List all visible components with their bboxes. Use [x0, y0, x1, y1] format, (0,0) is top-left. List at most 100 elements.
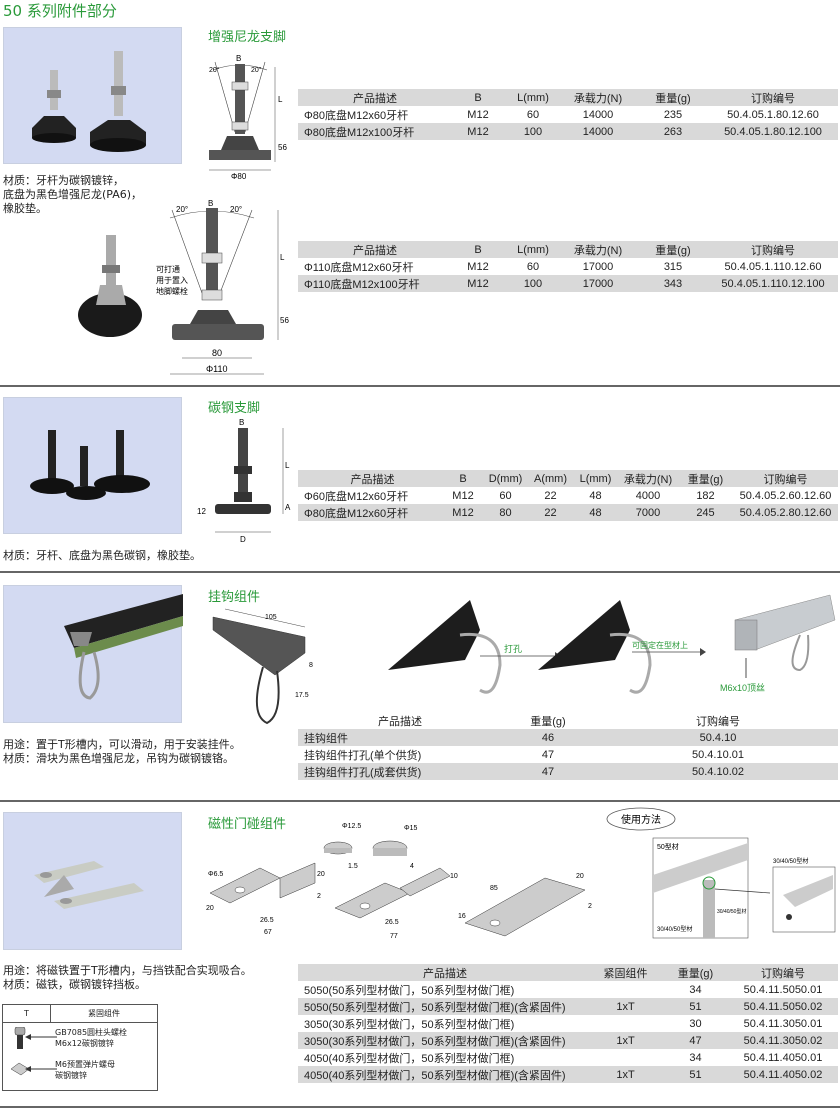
page-title: 50 系列附件部分 — [3, 2, 117, 20]
table-cell: 1xT — [616, 1068, 635, 1081]
table-header-cell: 订购编号 — [696, 715, 740, 728]
table-row: 4050(40系列型材做门，50系列型材做门框)(含紧固件) 1xT 51 50.4.… — [298, 1066, 838, 1083]
dim-length: 77 — [390, 933, 398, 940]
table-cell: 51 — [689, 1000, 702, 1013]
dim-h: 12 — [197, 507, 206, 516]
dim-width: 17.5 — [295, 692, 309, 699]
table-cell: M12 — [467, 125, 489, 138]
section-divider — [0, 800, 840, 802]
dim-l: L — [280, 253, 285, 262]
dim-b: B — [239, 418, 244, 427]
dim-h: 56 — [280, 316, 289, 325]
magnet-text: 用途：将磁铁置于T形槽内，与挡铁配合实现吸合。 材质：磁铁，碳钢镀锌挡板。 — [3, 964, 252, 992]
nylon-foot-material: 材质：牙杆为碳钢镀锌， 底盘为黑色增强尼龙(PA6)， 橡胶垫。 — [3, 174, 142, 216]
table-row: 5050(50系列型材做门，50系列型材做门框) 34 50.4.11.5050.0… — [298, 981, 838, 998]
table-cell: 315 — [663, 260, 683, 273]
material-line: 橡胶垫。 — [3, 202, 47, 215]
table-cell: 17000 — [582, 277, 614, 290]
dim-thickness: 2 — [588, 903, 592, 910]
fastener-text: M6预置弹片螺母 — [55, 1060, 115, 1069]
dim-b: B — [236, 54, 241, 63]
table-cell: 235 — [663, 108, 683, 121]
dim-dia: Φ110 — [206, 364, 228, 374]
dim-offset: 26.5 — [385, 919, 399, 926]
magnet-photo — [3, 812, 182, 950]
dim-angle-left: 20° — [176, 205, 188, 214]
table-header-cell: 产品描述 — [353, 244, 397, 257]
dim-thickness: 2 — [317, 893, 321, 900]
table-cell: 4050(40系列型材做门，50系列型材做门框) — [304, 1052, 515, 1065]
dim-length: 105 — [265, 614, 277, 621]
table-header-cell: 产品描述 — [350, 473, 395, 486]
fastener-col-t: T — [3, 1005, 51, 1022]
fastener-text: GB7085圆柱头螺栓 — [55, 1028, 128, 1037]
table-cell: 100 — [523, 277, 543, 290]
table-header-cell: L(mm) — [517, 243, 549, 256]
table-cell: 50.4.05.2.80.12.60 — [739, 506, 832, 519]
table-cell: 50.4.11.5050.01 — [743, 983, 823, 996]
usage-line: 用途：置于T形槽内，可以滑动，用于安装挂件。 — [3, 738, 241, 751]
steel-foot-material: 材质：牙杆、底盘为黑色碳钢，橡胶垫。 — [3, 549, 201, 562]
table-cell: 50.4.05.1.110.12.100 — [721, 277, 825, 290]
profile-label: 30/40/50型材 — [717, 908, 746, 915]
table-cell: 80 — [499, 506, 512, 519]
table-cell: 50.4.05.2.60.12.60 — [739, 489, 832, 502]
table-cell: 14000 — [582, 125, 614, 138]
dim-angle-right: 20° — [230, 205, 242, 214]
hook-image — [64, 594, 183, 700]
hook-process-illustration: 打孔 可固定在型材上 M6x10顶丝 — [388, 594, 836, 694]
usage-line: 用途：将磁铁置于T形槽内，与挡铁配合实现吸合。 — [3, 964, 252, 977]
fastener-item-bolt: GB7085圆柱头螺栓 M6x12碳钢镀锌 — [55, 1027, 127, 1049]
table-header-cell: L(mm) — [517, 91, 549, 104]
dim-width: 20 — [576, 873, 584, 880]
table-cell: 5050(50系列型材做门，50系列型材做门框) — [304, 984, 515, 997]
table-cell: 50.4.10.01 — [692, 748, 744, 761]
table-cell: M12 — [467, 108, 489, 121]
bolt-and-nut-icons — [10, 1027, 57, 1076]
table-cell: 34 — [689, 983, 702, 996]
arrow-label-drill: 打孔 — [504, 643, 522, 654]
table-cell: 4050(40系列型材做门，50系列型材做门框)(含紧固件) — [304, 1069, 566, 1082]
table-cell: 50.4.11.4050.02 — [743, 1068, 823, 1081]
dim-d: D — [240, 535, 246, 544]
magnet-drawings: Φ12.5 1.5 Φ15 4 Φ6.5 20 20 2 26.5 67 10 … — [206, 823, 592, 940]
table-header-cell: 紧固组件 — [603, 967, 648, 980]
dim-a: A — [285, 503, 291, 512]
table-header-cell: 重量(g) — [677, 967, 714, 980]
table-cell: 51 — [689, 1068, 702, 1081]
table-header-row: 产品描述紧固组件重量(g)订购编号 — [298, 964, 838, 981]
steel-foot-drawing: B L A 12 D — [197, 418, 291, 544]
table-header-cell: B — [474, 91, 482, 104]
table-cell — [588, 981, 663, 998]
table-header-cell: 产品描述 — [423, 967, 467, 980]
fastener-item-nut: M6预置弹片螺母 碳钢镀锌 — [55, 1059, 115, 1081]
table-cell: 1xT — [616, 1000, 635, 1013]
table-cell: M12 — [467, 260, 489, 273]
dim-height: 20 — [317, 871, 325, 878]
table-cell: 245 — [696, 506, 715, 519]
dim-length: 67 — [264, 929, 272, 936]
dim-angle-left: 20° — [209, 66, 220, 74]
table-header-cell: 产品描述 — [378, 715, 422, 728]
dim-hole: Φ6.5 — [208, 871, 223, 878]
table-header-cell: 订购编号 — [751, 92, 795, 105]
material-line: 底盘为黑色增强尼龙(PA6)， — [3, 188, 143, 201]
table-cell: 47 — [541, 748, 555, 761]
dim-l: L — [278, 95, 283, 104]
table-cell: 5050(50系列型材做门，50系列型材做门框)(含紧固件) — [304, 1001, 566, 1014]
drawing-note: 地脚螺栓 — [156, 286, 188, 296]
hook-text: 用途：置于T形槽内，可以滑动，用于安装挂件。 材质：滑块为黑色增强尼龙，吊钩为碳… — [3, 738, 241, 766]
material-line: 材质：牙杆为碳钢镀锌， — [3, 174, 124, 187]
table-header-cell: 重量(g) — [530, 715, 566, 728]
drawing-note: 用于置入 — [156, 276, 188, 285]
section-title-magnet: 磁性门碰组件 — [208, 817, 287, 832]
table-cell: Φ110底盘M12x100牙杆 — [304, 278, 420, 291]
table-cell: 46 — [541, 731, 555, 744]
